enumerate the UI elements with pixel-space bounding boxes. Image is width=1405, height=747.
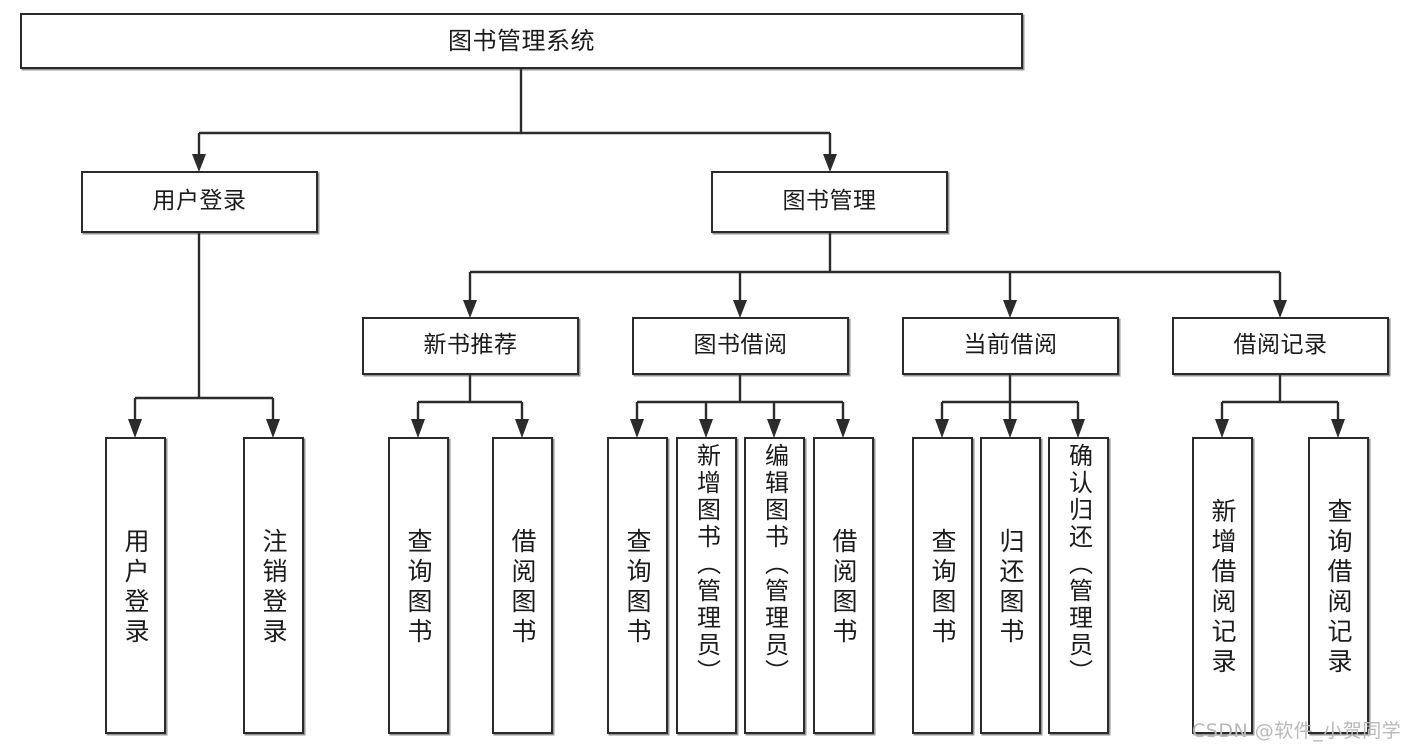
node-leaf-add-record[interactable]: 新增借阅记录 <box>1192 437 1253 734</box>
node-leaf-return-book[interactable]: 归还图书 <box>980 437 1041 734</box>
node-leaf-edit-book-label: 编辑图书（管理员） <box>760 443 789 686</box>
node-leaf-query-book-1[interactable]: 查询图书 <box>388 437 449 734</box>
node-leaf-borrow-book-2[interactable]: 借阅图书 <box>813 437 874 734</box>
node-leaf-user-login-label: 用户登录 <box>121 527 150 648</box>
node-leaf-borrow-book-1[interactable]: 借阅图书 <box>492 437 553 734</box>
node-leaf-query-book-1-label: 查询图书 <box>404 527 433 648</box>
node-new-book-recommend-label: 新书推荐 <box>423 332 518 359</box>
node-leaf-add-record-label: 新增借阅记录 <box>1208 497 1237 678</box>
node-leaf-return-book-label: 归还图书 <box>996 527 1025 648</box>
node-leaf-logout-login-label: 注销登录 <box>259 527 288 648</box>
node-leaf-confirm-return-label: 确认归还（管理员） <box>1064 443 1093 686</box>
node-leaf-logout-login[interactable]: 注销登录 <box>243 437 304 734</box>
node-root[interactable]: 图书管理系统 <box>20 13 1023 69</box>
node-leaf-borrow-book-1-label: 借阅图书 <box>508 527 537 648</box>
watermark: CSDN @软件_小贺同学 <box>1192 720 1402 742</box>
node-leaf-query-record-label: 查询借阅记录 <box>1324 497 1353 678</box>
node-book-borrow-label: 图书借阅 <box>693 332 788 359</box>
node-leaf-edit-book[interactable]: 编辑图书（管理员） <box>744 437 805 734</box>
node-current-borrow[interactable]: 当前借阅 <box>902 317 1119 375</box>
node-leaf-query-book-3-label: 查询图书 <box>928 527 957 648</box>
node-user-login[interactable]: 用户登录 <box>81 171 318 233</box>
node-book-borrow[interactable]: 图书借阅 <box>632 317 849 375</box>
node-leaf-query-book-3[interactable]: 查询图书 <box>912 437 973 734</box>
node-new-book-recommend[interactable]: 新书推荐 <box>362 317 579 375</box>
node-leaf-user-login[interactable]: 用户登录 <box>105 437 166 734</box>
node-leaf-query-book-2-label: 查询图书 <box>623 527 652 648</box>
node-root-label: 图书管理系统 <box>448 26 595 55</box>
node-book-management-label: 图书管理 <box>782 188 877 215</box>
node-leaf-add-book[interactable]: 新增图书（管理员） <box>676 437 737 734</box>
node-borrow-record-label: 借阅记录 <box>1233 332 1328 359</box>
node-leaf-query-book-2[interactable]: 查询图书 <box>607 437 668 734</box>
node-borrow-record[interactable]: 借阅记录 <box>1172 317 1389 375</box>
node-leaf-add-book-label: 新增图书（管理员） <box>692 443 721 686</box>
node-leaf-borrow-book-2-label: 借阅图书 <box>829 527 858 648</box>
node-current-borrow-label: 当前借阅 <box>963 332 1058 359</box>
node-leaf-confirm-return[interactable]: 确认归还（管理员） <box>1048 437 1109 734</box>
node-user-login-label: 用户登录 <box>152 188 247 215</box>
node-book-management[interactable]: 图书管理 <box>711 171 948 233</box>
node-leaf-query-record[interactable]: 查询借阅记录 <box>1308 437 1369 734</box>
